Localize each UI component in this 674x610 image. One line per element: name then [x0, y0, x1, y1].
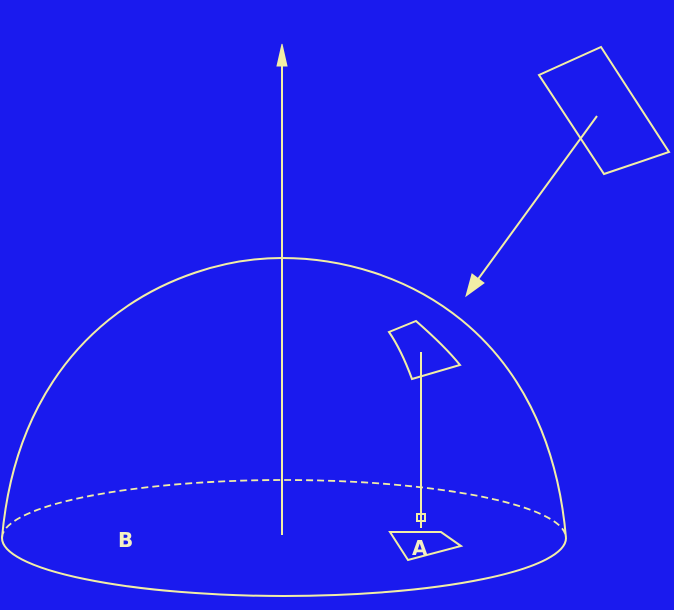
label-a: A: [412, 536, 428, 560]
hemisphere-dome: [1, 256, 567, 539]
projected-patch-on-dome: [387, 319, 462, 381]
zenith-arrowhead: [276, 43, 288, 67]
label-b: B: [118, 528, 133, 552]
projection-foot-marker: [416, 513, 426, 522]
incoming-ray-arrowhead: [465, 273, 485, 298]
incoming-ray: [475, 115, 598, 283]
projected-patch-on-base: [388, 531, 464, 562]
base-ellipse-front: [1, 537, 567, 597]
base-ellipse-back: [1, 479, 567, 539]
source-patch: [537, 45, 671, 176]
